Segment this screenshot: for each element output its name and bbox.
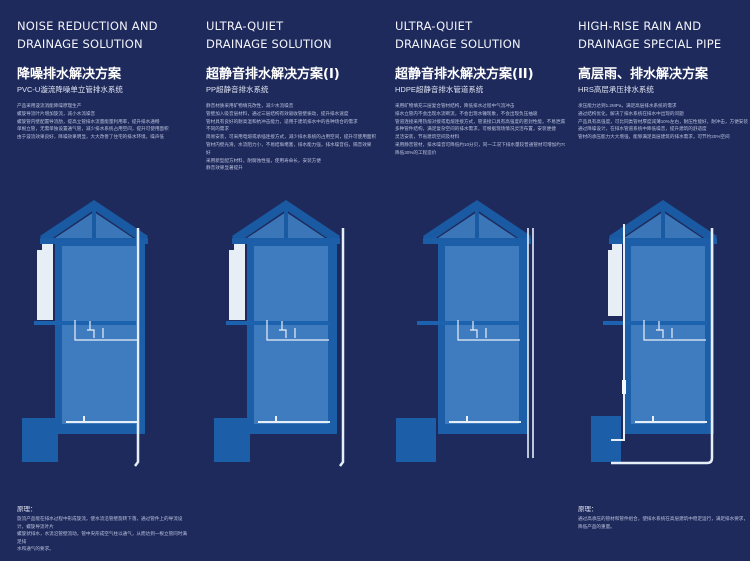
base-block <box>214 418 250 462</box>
principle-label: 原理： <box>578 506 598 513</box>
panel-subtitle: HRS高层承压排水系统 <box>578 85 654 94</box>
panel-description: 承压能力达到1.2MPa，满足高层排水系统的需求通过结构优化，解决了排水系统在排… <box>578 103 748 140</box>
panel-title-cn: 超静音排水解决方案(I) <box>206 67 340 82</box>
building-wall-block <box>37 244 53 320</box>
panel-title-cn: 降噪排水解决方案 <box>17 67 122 82</box>
principle-label: 原理： <box>17 506 37 513</box>
panel-subtitle: PVC-U漩流降噪单立管排水系统 <box>17 85 123 94</box>
drain-pipe <box>134 228 140 467</box>
panel-subtitle: HDPE超静音排水管道系统 <box>395 85 484 94</box>
panel-title-cn: 超静音排水解决方案(II) <box>395 67 534 82</box>
house-illustration-3 <box>396 199 534 462</box>
house-illustration-1 <box>22 199 149 467</box>
panel-description: 产品采用漩流消能降噪原理生产螺旋导流叶片增加旋流，减小水流噪音螺旋管内壁配置导流… <box>17 103 169 140</box>
principle-text: 旋流产品能在排水过程中形成旋流，使水流沿管壁旋转下落，通过管件上的导流设计，螺旋… <box>17 516 187 552</box>
base-block <box>396 418 436 462</box>
base-block <box>22 418 58 462</box>
drain-pipe <box>611 228 714 465</box>
panel-description: 静音材质采用矿物填充改性，减少水流噪音管壁加入吸音层材料，通过三层结构有效吸收管… <box>206 103 376 171</box>
principle-text: 通过高承压的管材和管件组合，使排水系统在高层建筑中稳定运行，满足排水要求，降低产… <box>578 516 748 529</box>
panel-subtitle: PP超静音排水系统 <box>206 85 269 94</box>
panel-title-cn: 高层雨、排水解决方案 <box>578 67 709 82</box>
panel-description: 采用矿物填充三层复合管材结构，降低排水过程中气流冲击排水立管内不会出现水流断流，… <box>395 103 565 155</box>
drain-pipe-double <box>527 228 534 458</box>
building-wall-block <box>229 244 245 320</box>
drain-pipe <box>339 228 345 467</box>
rain-pipe <box>611 224 625 441</box>
building-wall-block <box>608 244 622 316</box>
house-illustration-4 <box>591 199 718 465</box>
house-illustration-2 <box>214 199 345 467</box>
